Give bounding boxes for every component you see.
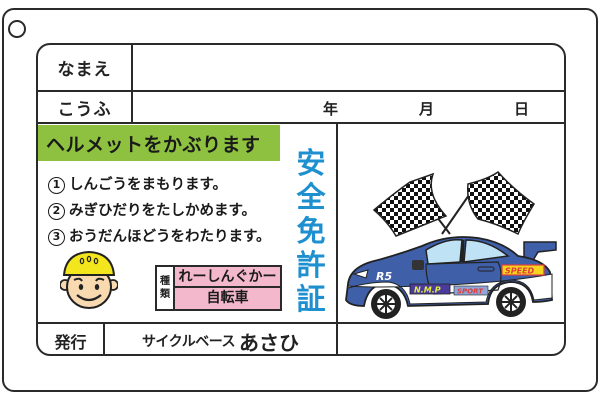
license-type-box: 種 類 れーしんぐかー 自転車: [155, 265, 282, 311]
svg-text:SPORT: SPORT: [457, 288, 484, 296]
svg-text:SPEED: SPEED: [505, 267, 535, 276]
rule-text: みぎひだりをたしかめます。: [69, 203, 257, 219]
wheel-icon: [496, 287, 526, 317]
issuer-label: 発行: [38, 324, 105, 354]
title-char: 安: [296, 146, 326, 180]
license-type-label: 種 類: [157, 267, 175, 309]
rule-text: しんごうをまもります。: [69, 177, 228, 193]
label-char: 種: [160, 276, 170, 287]
race-car-illustration: R5 N.M.P SPORT SPEED: [345, 171, 557, 319]
issuer-name: あさひ: [239, 330, 300, 355]
issue-date-row: こうふ 年 月 日: [38, 92, 564, 124]
name-row: なまえ: [38, 45, 564, 92]
car-number: R5: [376, 270, 392, 283]
wheel-icon: [371, 289, 401, 319]
name-label: なまえ: [38, 45, 133, 90]
label-char: 類: [160, 289, 170, 300]
name-field[interactable]: [133, 45, 564, 90]
issuer-value: サイクルベース あさひ: [105, 324, 338, 355]
circled-number: 2: [48, 203, 65, 220]
year-unit: 年: [323, 100, 339, 118]
circled-number: 3: [48, 229, 65, 246]
svg-text:N.M.P: N.M.P: [414, 286, 441, 295]
title-char: 許: [296, 248, 326, 282]
issue-date-label: こうふ: [38, 92, 133, 122]
issuer-row: 発行 サイクルベース あさひ: [38, 324, 564, 355]
issue-date-field[interactable]: 年 月 日: [133, 92, 564, 122]
license-vehicle: 自転車: [175, 288, 280, 309]
safety-license-title: 安 全 免 許 証: [293, 146, 329, 316]
day-unit: 日: [514, 100, 530, 118]
rule-text: おうだんほどうをわたります。: [69, 229, 271, 245]
helmet-banner: ヘルメットをかぶります: [38, 125, 280, 161]
checkered-flag-icon: [441, 171, 536, 236]
circled-number: 1: [48, 177, 65, 194]
illustration-panel: R5 N.M.P SPORT SPEED: [338, 124, 564, 322]
strap-hole: [8, 20, 26, 38]
issuer-prefix: サイクルベース: [141, 334, 236, 350]
checkered-flag-icon: [372, 172, 451, 237]
license-type-name: れーしんぐかー: [175, 267, 280, 288]
month-unit: 月: [419, 100, 435, 118]
title-char: 証: [296, 282, 326, 316]
helmet-kid-icon: [60, 250, 118, 309]
title-char: 免: [296, 214, 326, 248]
title-char: 全: [296, 180, 326, 214]
